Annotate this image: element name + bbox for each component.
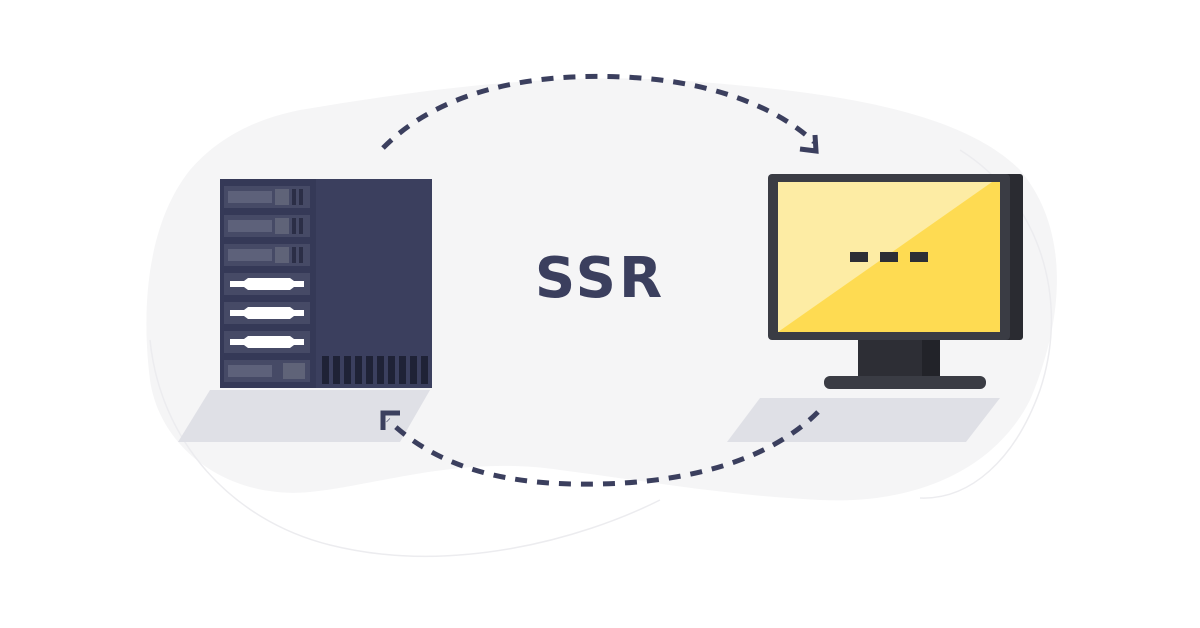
- drive-bay-slot: [230, 278, 304, 290]
- drive-bay-led: [292, 247, 296, 263]
- desktop-monitor-icon: [768, 174, 1023, 389]
- server-rack-icon: [220, 179, 432, 388]
- drive-bay-led: [299, 247, 303, 263]
- arrowhead-right: [799, 134, 819, 154]
- drive-bay-slot: [230, 336, 304, 348]
- drive-bay-grille: [228, 191, 272, 203]
- ssr-label: SSR: [534, 246, 666, 311]
- drive-bay-button: [275, 189, 289, 205]
- drive-bay-button: [275, 247, 289, 263]
- drive-bay-button: [283, 363, 305, 379]
- monitor-neck-side: [922, 340, 940, 380]
- drive-bay-slot: [230, 307, 304, 319]
- drive-bay-led: [299, 189, 303, 205]
- drive-bay-button: [275, 218, 289, 234]
- server-vents: [322, 356, 428, 384]
- drive-bay-grille: [228, 220, 272, 232]
- ellipsis-icon: [850, 252, 928, 262]
- monitor-shadow: [727, 398, 1000, 442]
- arrowhead-left: [380, 410, 400, 430]
- response-arrow-bottom: [386, 410, 820, 487]
- background-blob-outline: [149, 339, 661, 558]
- server-shadow: [178, 390, 430, 442]
- drive-bay-grille: [228, 249, 272, 261]
- drive-bay-led: [292, 218, 296, 234]
- request-arrow-top: [381, 73, 816, 150]
- monitor-base: [824, 376, 986, 389]
- server-drive-bays: [224, 186, 310, 382]
- drive-bay-grille: [228, 365, 272, 377]
- drive-bay-led: [292, 189, 296, 205]
- drive-bay-led: [299, 218, 303, 234]
